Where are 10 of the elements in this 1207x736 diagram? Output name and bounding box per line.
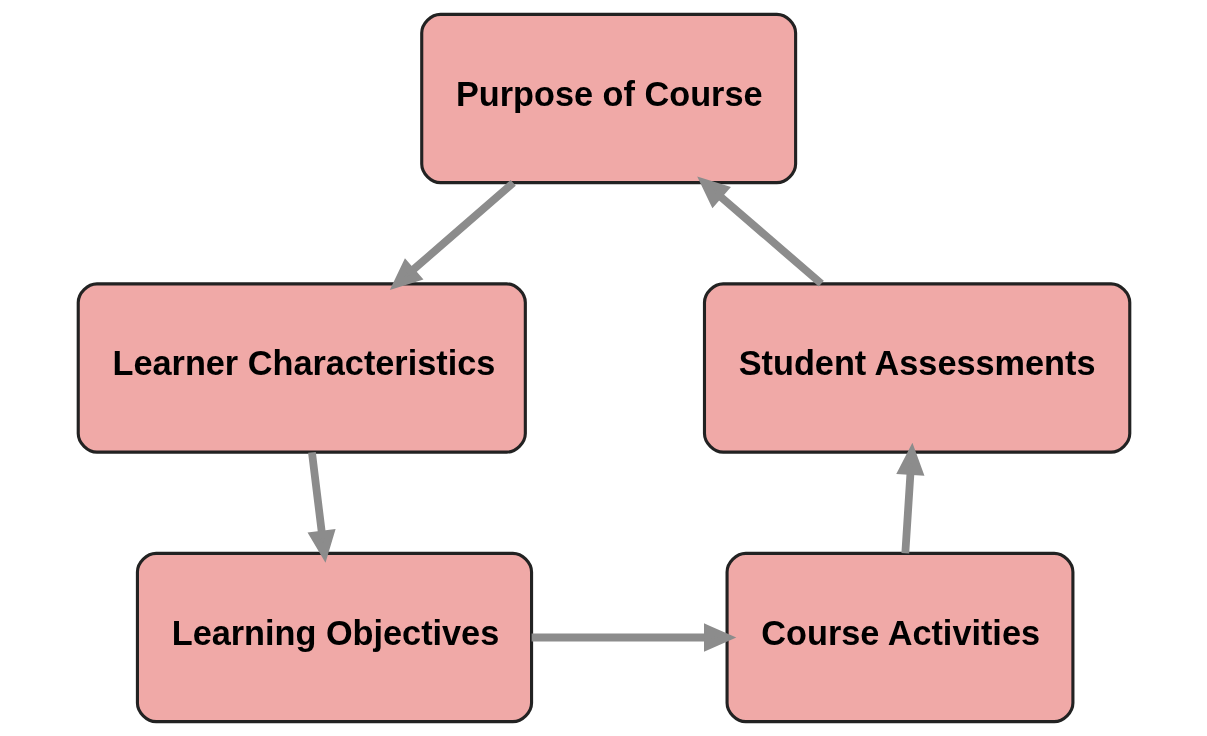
node-box: Learner Characteristics — [76, 282, 527, 454]
node-box: Course Activities — [725, 551, 1074, 724]
node-box: Purpose of Course — [419, 12, 797, 185]
node-box: Student Assessments — [702, 282, 1131, 454]
arrow — [389, 179, 516, 291]
arrow — [696, 176, 824, 287]
arrow — [307, 451, 336, 563]
node-box: Learning Objectives — [135, 551, 533, 724]
arrow — [531, 623, 736, 652]
arrow — [895, 442, 924, 554]
